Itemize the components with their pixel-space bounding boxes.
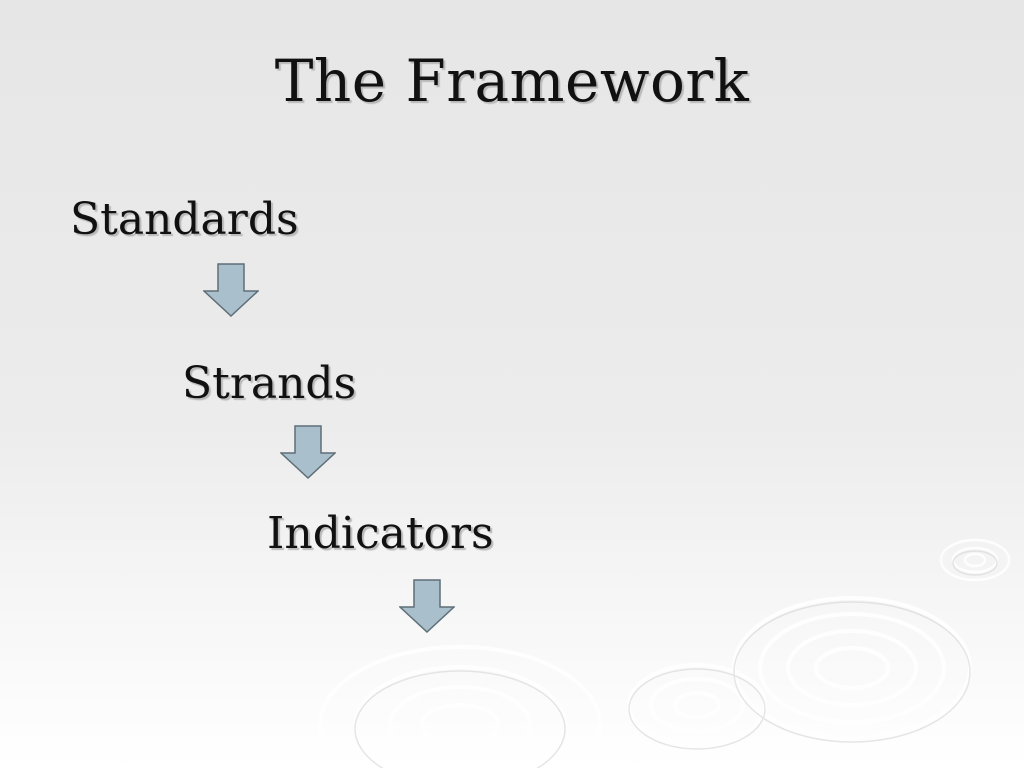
- framework-item-standards: Standards: [70, 194, 299, 245]
- framework-item-strands: Strands: [182, 358, 357, 409]
- slide-title: The Framework: [274, 47, 750, 115]
- framework-item-indicators: Indicators: [267, 508, 494, 559]
- down-arrow-icon: [399, 579, 455, 633]
- down-arrow-icon: [203, 263, 259, 317]
- down-arrow-icon: [280, 425, 336, 479]
